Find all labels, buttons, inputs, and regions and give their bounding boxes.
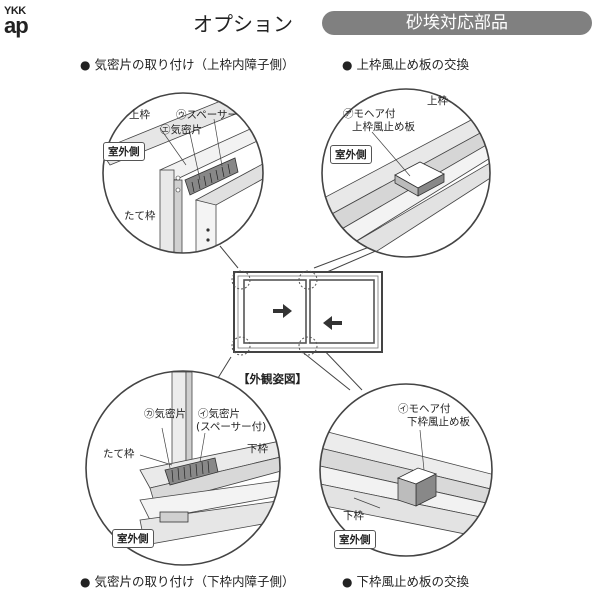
detail-bottom-right: [320, 384, 492, 556]
window-overview: [231, 270, 383, 356]
overview-label: 【外観姿図】: [238, 372, 307, 386]
label-bottom-frame: 下枠: [247, 443, 268, 455]
label-seal-a: ㋕気密片: [144, 408, 186, 420]
outdoor-side-tag: 室外側: [330, 145, 372, 164]
arrow-right-icon: [273, 304, 292, 318]
caption-bottom-left: ●気密片の取り付け（下枠内障子側）: [80, 574, 295, 589]
label-mohair-part: ㋑モヘア付: [398, 403, 451, 415]
bullet: ●: [80, 58, 91, 72]
outdoor-side-tag: 室外側: [103, 142, 145, 161]
caption-top-left: ●気密片の取り付け（上枠内障子側）: [80, 57, 295, 72]
logo-line2: ap: [4, 13, 29, 38]
outdoor-side-tag: 室外側: [334, 530, 376, 549]
label-side-frame: たて枠: [103, 448, 135, 460]
label-spacer: ㋒スペーサー: [176, 109, 239, 121]
label-seal-b: ㋑気密片: [198, 408, 240, 420]
ykk-ap-logo: YKK ap: [4, 5, 38, 38]
outdoor-side-tag: 室外側: [112, 529, 154, 548]
label-seal: ㋓気密片: [160, 124, 202, 136]
category-badge: 砂埃対応部品: [322, 11, 592, 35]
label-bottom-frame: 下枠: [343, 510, 364, 522]
bullet: ●: [342, 58, 353, 72]
label-seal-b-note: (スペーサー付): [196, 421, 267, 433]
detail-top-right: [322, 89, 490, 257]
arrow-left-icon: [323, 316, 342, 330]
label-top-frame: 上枠: [427, 95, 448, 107]
label-mohair-part-name: 上枠風止め板: [352, 121, 415, 133]
label-side-frame: たて枠: [124, 210, 156, 222]
page-title: オプション: [193, 12, 293, 36]
bullet: ●: [342, 575, 353, 589]
caption-top-right: ●上枠風止め板の交換: [342, 57, 469, 72]
logo-line1: YKK: [4, 5, 26, 17]
caption-bottom-right: ●下枠風止め板の交換: [342, 574, 469, 589]
label-top-frame: 上枠: [129, 109, 150, 121]
bullet: ●: [80, 575, 91, 589]
label-mohair-part-name: 下枠風止め板: [407, 416, 470, 428]
label-mohair-part: ㋐モヘア付: [343, 108, 396, 120]
connector-lines: [217, 245, 379, 391]
